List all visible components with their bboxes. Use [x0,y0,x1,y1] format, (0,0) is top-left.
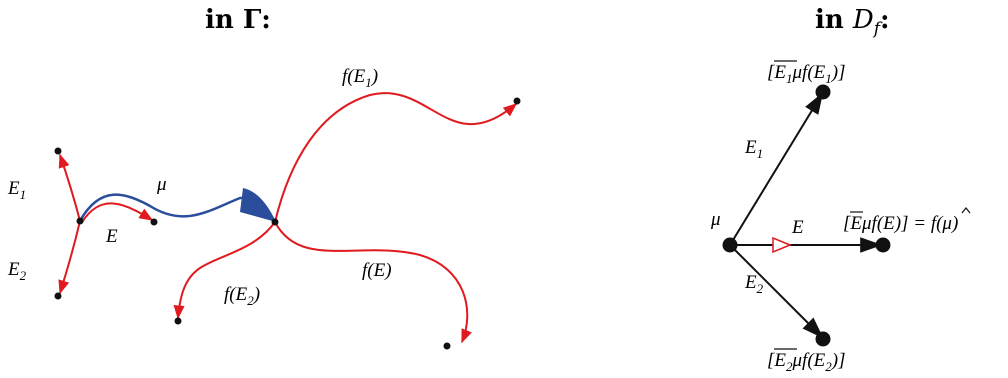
vertex-f-mu [271,218,279,226]
label-e2: E2 [7,259,27,283]
mu-end-wedge [240,188,276,222]
label-d-top: [E1μf(E1)] [767,62,846,86]
hat-mid [961,207,971,214]
vertex-e-end [150,218,158,226]
label-e1: E1 [7,178,26,202]
edge-e1-arrow [58,153,81,222]
path-fE-arrow [274,221,472,344]
label-d-mid: [Eμf(E)] = f(μ) [843,213,958,234]
vertex-d-top [815,84,831,100]
vertex-e2-end [54,292,62,300]
edge-e2-arrow [58,220,81,295]
label-e: E [105,226,118,247]
label-fE2: f(E2) [224,284,260,308]
label-d-e2: E2 [744,272,764,296]
vertex-fE1-end [513,97,521,105]
label-mu: μ [156,174,167,195]
vertex-fE2-end [174,317,182,325]
edge-dE2-arrow [729,244,824,339]
edge-dE1-arrow [729,92,824,246]
vertex-d-mid [875,237,891,253]
edge-dE-hollow-arrow [772,236,792,254]
vertex-base [76,217,84,225]
vertex-d-bottom [815,331,831,347]
path-fE1-arrow [274,92,518,223]
edge-e-arrow [81,202,154,223]
vertex-e1-end [54,147,62,155]
label-d-e: E [791,217,804,238]
label-d-mu: μ [710,209,721,230]
left-panel-heading: in Γ: [205,5,271,35]
label-fE1: f(E1) [342,66,378,90]
right-panel-heading: in Df: [815,5,890,39]
label-d-bottom: [E2μf(E2)] [767,350,846,374]
label-fE: f(E) [362,260,392,281]
vertex-fE-end [443,342,451,350]
label-d-e1: E1 [744,137,763,161]
vertex-d-mu [722,237,738,253]
path-fE2-arrow [173,221,276,320]
